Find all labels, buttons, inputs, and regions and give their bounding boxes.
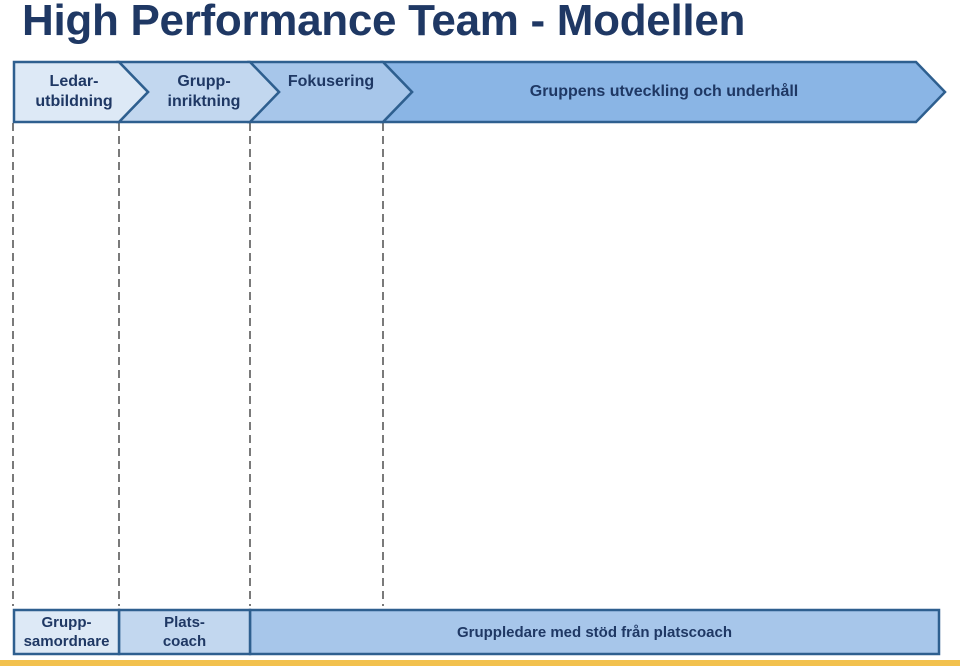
phase-label-4: Gruppens utveckling och underhåll: [529, 83, 799, 100]
phase-label-1: Ledar- utbildning: [35, 73, 113, 110]
role-box-1: [12, 608, 121, 656]
role-label-2: Plats- coach: [162, 614, 207, 650]
phase-arrow-1: [12, 60, 150, 124]
role-label-1: Grupp- samordnare: [23, 614, 110, 650]
phase-label-3: Fokusering: [287, 73, 375, 90]
role-box-2: [117, 608, 252, 656]
phase-label-2: Grupp- inriktning: [167, 73, 241, 110]
role-label-3: Gruppledare med stöd från platscoach: [456, 623, 733, 641]
page-title: High Performance Team - Modellen: [22, 0, 746, 45]
role-box-3: [248, 608, 941, 656]
accent-bar: [0, 660, 960, 666]
